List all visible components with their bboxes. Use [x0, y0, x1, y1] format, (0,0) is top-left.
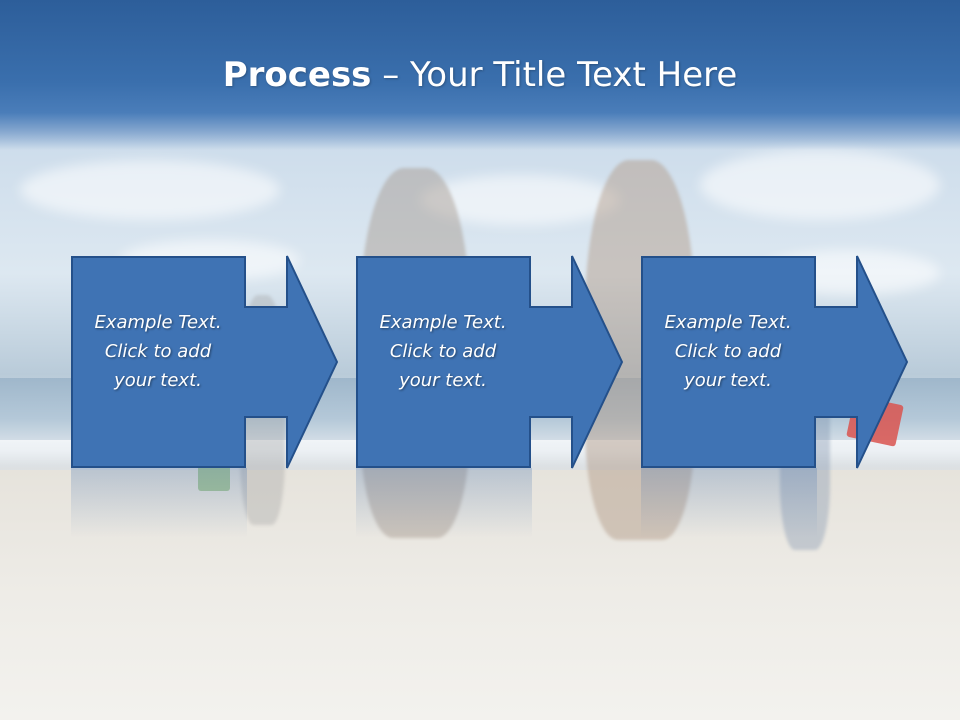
step-1-line-2: Click to add [104, 341, 212, 362]
step-2-line-1: Example Text. [379, 312, 507, 333]
process-step-2[interactable]: Example Text. Click to add your text. [356, 255, 626, 469]
slide-title[interactable]: Process – Your Title Text Here [0, 52, 960, 98]
step-text-1[interactable]: Example Text. Click to add your text. [73, 308, 243, 395]
step-2-reflection [356, 468, 532, 538]
process-step-3[interactable]: Example Text. Click to add your text. [641, 255, 911, 469]
step-1-reflection [71, 468, 247, 538]
step-2-line-2: Click to add [389, 341, 497, 362]
step-text-3[interactable]: Example Text. Click to add your text. [643, 308, 813, 395]
step-3-reflection [641, 468, 817, 538]
step-1-line-3: your text. [114, 370, 202, 391]
process-arrow-box-3 [641, 255, 909, 469]
title-band [0, 0, 960, 150]
process-arrow-box-1 [71, 255, 339, 469]
title-rest: – Your Title Text Here [371, 55, 738, 95]
step-2-line-3: your text. [399, 370, 487, 391]
step-3-line-1: Example Text. [664, 312, 792, 333]
step-1-line-1: Example Text. [94, 312, 222, 333]
title-bold: Process [222, 55, 372, 95]
step-text-2[interactable]: Example Text. Click to add your text. [358, 308, 528, 395]
process-step-1[interactable]: Example Text. Click to add your text. [71, 255, 341, 469]
process-arrow-box-2 [356, 255, 624, 469]
step-3-line-3: your text. [684, 370, 772, 391]
step-3-line-2: Click to add [674, 341, 782, 362]
